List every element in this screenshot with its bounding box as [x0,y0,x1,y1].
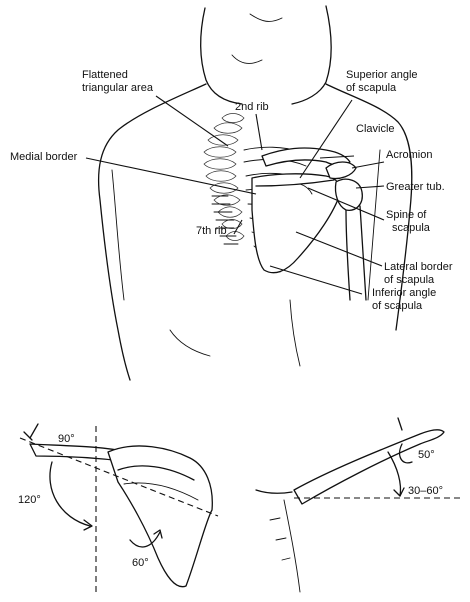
angle-90-label: 90° [58,433,75,445]
label-flattened-area-2: triangular area [82,82,154,94]
angle-50-label: 50° [418,449,435,461]
clavicle-elevation-detail: 50° 30–60° [256,418,462,592]
label-lateral-border-2: of scapula [384,274,435,286]
label-spine-of-scapula-2: scapula [392,222,431,234]
label-2nd-rib: 2nd rib [235,101,269,113]
angle-120-label: 120° [18,494,41,506]
label-clavicle: Clavicle [356,123,395,135]
label-lateral-border-1: Lateral border [384,261,453,273]
label-medial-border: Medial border [10,151,78,163]
angle-30-60-label: 30–60° [408,485,443,497]
posterior-shoulder-illustration [99,6,412,380]
label-inferior-angle-1: Inferior angle [372,287,436,299]
label-acromion: Acromion [386,149,432,161]
angle-60-label: 60° [132,557,149,569]
label-inferior-angle-2: of scapula [372,300,423,312]
label-flattened-area-1: Flattened [82,69,128,81]
label-greater-tub: Greater tub. [386,181,445,193]
label-superior-angle-1: Superior angle [346,69,418,81]
scapula-angle-detail: 90° 120° 60° [18,424,218,592]
label-spine-of-scapula-1: Spine of [386,209,427,221]
anatomy-labels: Flattened triangular area 2nd rib Superi… [10,69,453,312]
label-7th-rib: 7th rib [196,225,227,237]
label-superior-angle-2: of scapula [346,82,397,94]
